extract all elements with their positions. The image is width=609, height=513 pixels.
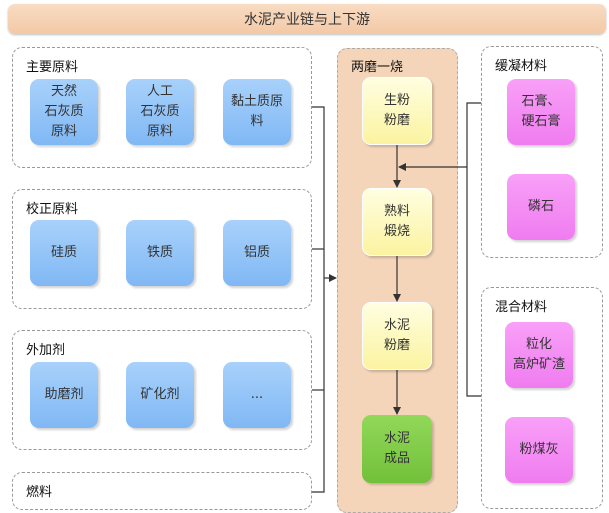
node-raw-meal-grinding: 生粉 粉磨: [362, 77, 432, 145]
node-fly-ash: 粉煤灰: [505, 417, 573, 483]
left-bracket-line: [312, 106, 325, 493]
node-clay-material: 黏土质原 料: [223, 79, 291, 145]
node-siliceous: 硅质: [30, 220, 98, 286]
group-main-raw-materials: 主要原料: [12, 47, 312, 168]
group-label: 两磨一烧: [351, 60, 404, 75]
group-label: 燃料: [26, 485, 53, 500]
node-natural-limestone: 天然 石灰质 原料: [30, 79, 98, 145]
node-gypsum-anhydrite: 石膏、 硬石膏: [507, 79, 575, 145]
group-retarder-materials: 缓凝材料: [481, 46, 603, 258]
node-cement-grinding: 水泥 粉磨: [362, 302, 432, 370]
right-bracket-line: [466, 102, 481, 397]
group-fuel: 燃料: [12, 472, 312, 510]
group-label: 主要原料: [26, 60, 79, 75]
node-more-additives: ...: [223, 362, 291, 428]
node-ferrous: 铁质: [126, 220, 194, 286]
node-granulated-slag: 粒化 高炉矿渣: [505, 322, 573, 388]
node-aluminous: 铝质: [223, 220, 291, 286]
group-additives: 外加剂: [12, 330, 312, 450]
diagram-title: 水泥产业链与上下游: [8, 4, 606, 34]
node-clinker-calcination: 熟料 煅烧: [362, 188, 432, 256]
group-label: 缓凝材料: [495, 59, 548, 74]
group-correction-materials: 校正原料: [12, 189, 312, 309]
group-label: 混合材料: [495, 300, 548, 315]
node-finished-cement: 水泥 成品: [362, 415, 432, 483]
node-grinding-aid: 助磨剂: [30, 362, 98, 428]
node-phosphogypsum: 磷石: [507, 174, 575, 240]
group-label: 校正原料: [26, 202, 79, 217]
group-blending-materials: 混合材料: [481, 287, 603, 509]
node-artificial-limestone: 人工 石灰质 原料: [126, 79, 194, 145]
group-label: 外加剂: [26, 343, 66, 358]
node-mineralizer: 矿化剂: [126, 362, 194, 428]
